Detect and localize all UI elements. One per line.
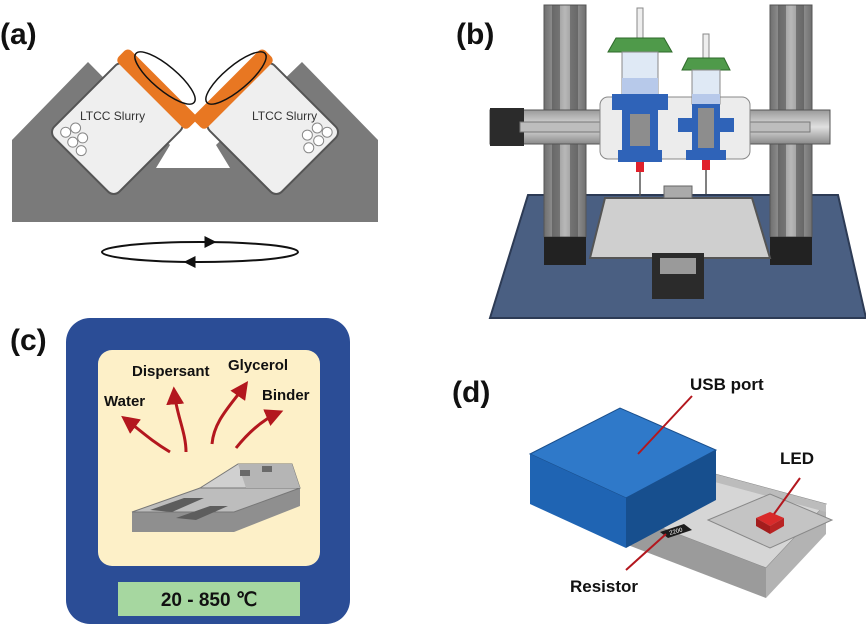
- left-jar-cap: [117, 49, 197, 129]
- panel-label-b: (b): [456, 18, 494, 51]
- vapor-label-water: Water: [104, 393, 145, 410]
- panel-label-a: (a): [0, 18, 37, 51]
- panel-c-heating: Water Dispersant Glycerol Binder 20 - 85…: [66, 318, 350, 624]
- resistor-chip: 2200: [660, 524, 692, 538]
- callout-line-resistor: [625, 533, 667, 571]
- panel-label-c: (c): [10, 324, 47, 357]
- vapor-arrow-water: [121, 415, 171, 454]
- nozzle-left-icon: [636, 162, 644, 172]
- vapor-label-binder: Binder: [262, 387, 310, 404]
- print-bed: [588, 197, 772, 259]
- callout-usb-port: USB port: [690, 375, 764, 394]
- usb-port-front: [530, 454, 626, 548]
- usb-device-c: [131, 463, 301, 532]
- callout-line-usb: [637, 395, 693, 455]
- board-side: [620, 512, 766, 598]
- callout-led: LED: [780, 449, 814, 468]
- vapor-arrow-dispersant: [166, 386, 188, 453]
- x-motor: [490, 108, 524, 146]
- usb-port-side: [626, 450, 716, 548]
- temperature-range: 20 - 850 ℃: [161, 590, 257, 611]
- callout-resistor: Resistor: [570, 577, 638, 596]
- panel-label-d: (d): [452, 376, 490, 409]
- syringe-holder-left: [612, 94, 668, 110]
- led-chip: [756, 512, 784, 526]
- nozzle-right-icon: [702, 160, 710, 170]
- slurry-label-left: LTCC Slurry: [80, 109, 145, 123]
- panel-a-ball-mill: LTCC Slurry LTCC Slurry: [12, 49, 378, 268]
- left-column-foot: [544, 237, 586, 265]
- jar-rotation-left-icon: [134, 51, 196, 105]
- resistor-marking: 2200: [669, 527, 684, 537]
- slurry-label-right: LTCC Slurry: [252, 109, 317, 123]
- planetary-rotation-icon: [101, 241, 299, 263]
- syringe-left: [607, 7, 673, 196]
- vapor-label-dispersant: Dispersant: [132, 363, 210, 380]
- right-jar-cap: [193, 49, 273, 129]
- right-column-foot: [770, 237, 812, 265]
- vapor-arrow-binder: [234, 409, 284, 449]
- left-jar: [51, 49, 197, 195]
- callout-line-led: [773, 477, 801, 515]
- heater-chamber: [98, 350, 320, 566]
- jar-rotation-right-icon: [205, 51, 267, 105]
- panel-b-printer: [488, 4, 866, 319]
- vapor-arrow-glycerol: [210, 381, 249, 445]
- panel-d-usb-device: 2200 USB port LED Resistor: [528, 375, 834, 598]
- syringe-right: [678, 33, 734, 194]
- temperature-box: [118, 582, 300, 616]
- vapor-label-glycerol: Glycerol: [228, 357, 288, 374]
